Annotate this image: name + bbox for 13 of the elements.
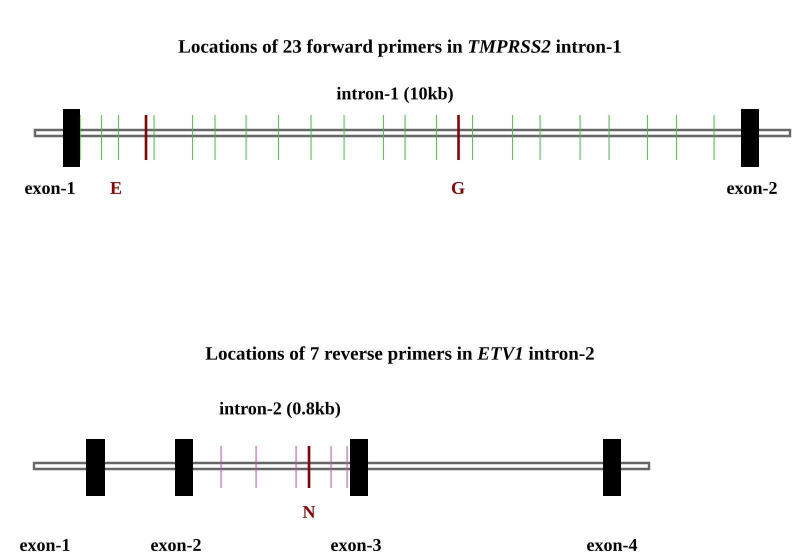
exon-label: exon-2 — [727, 182, 777, 194]
primer-label: E — [110, 182, 122, 194]
exon-label: exon-2 — [151, 538, 201, 552]
panel-title: Locations of 7 reverse primers in ETV1 intron-2 — [206, 346, 594, 364]
exon-label: exon-3 — [331, 538, 381, 552]
primer-label: N — [302, 506, 316, 518]
panel-title: Locations of 23 forward primers in TMPRSS2 intron-1 — [178, 39, 621, 57]
exon-label: exon-4 — [587, 538, 638, 552]
exon-label: exon-1 — [20, 538, 70, 552]
intron-label: intron-2 (0.8kb) — [220, 402, 340, 418]
intron-label: intron-1 (10kb) — [336, 86, 453, 104]
primer-label: G — [452, 182, 465, 194]
exon-label: exon-1 — [25, 182, 75, 194]
